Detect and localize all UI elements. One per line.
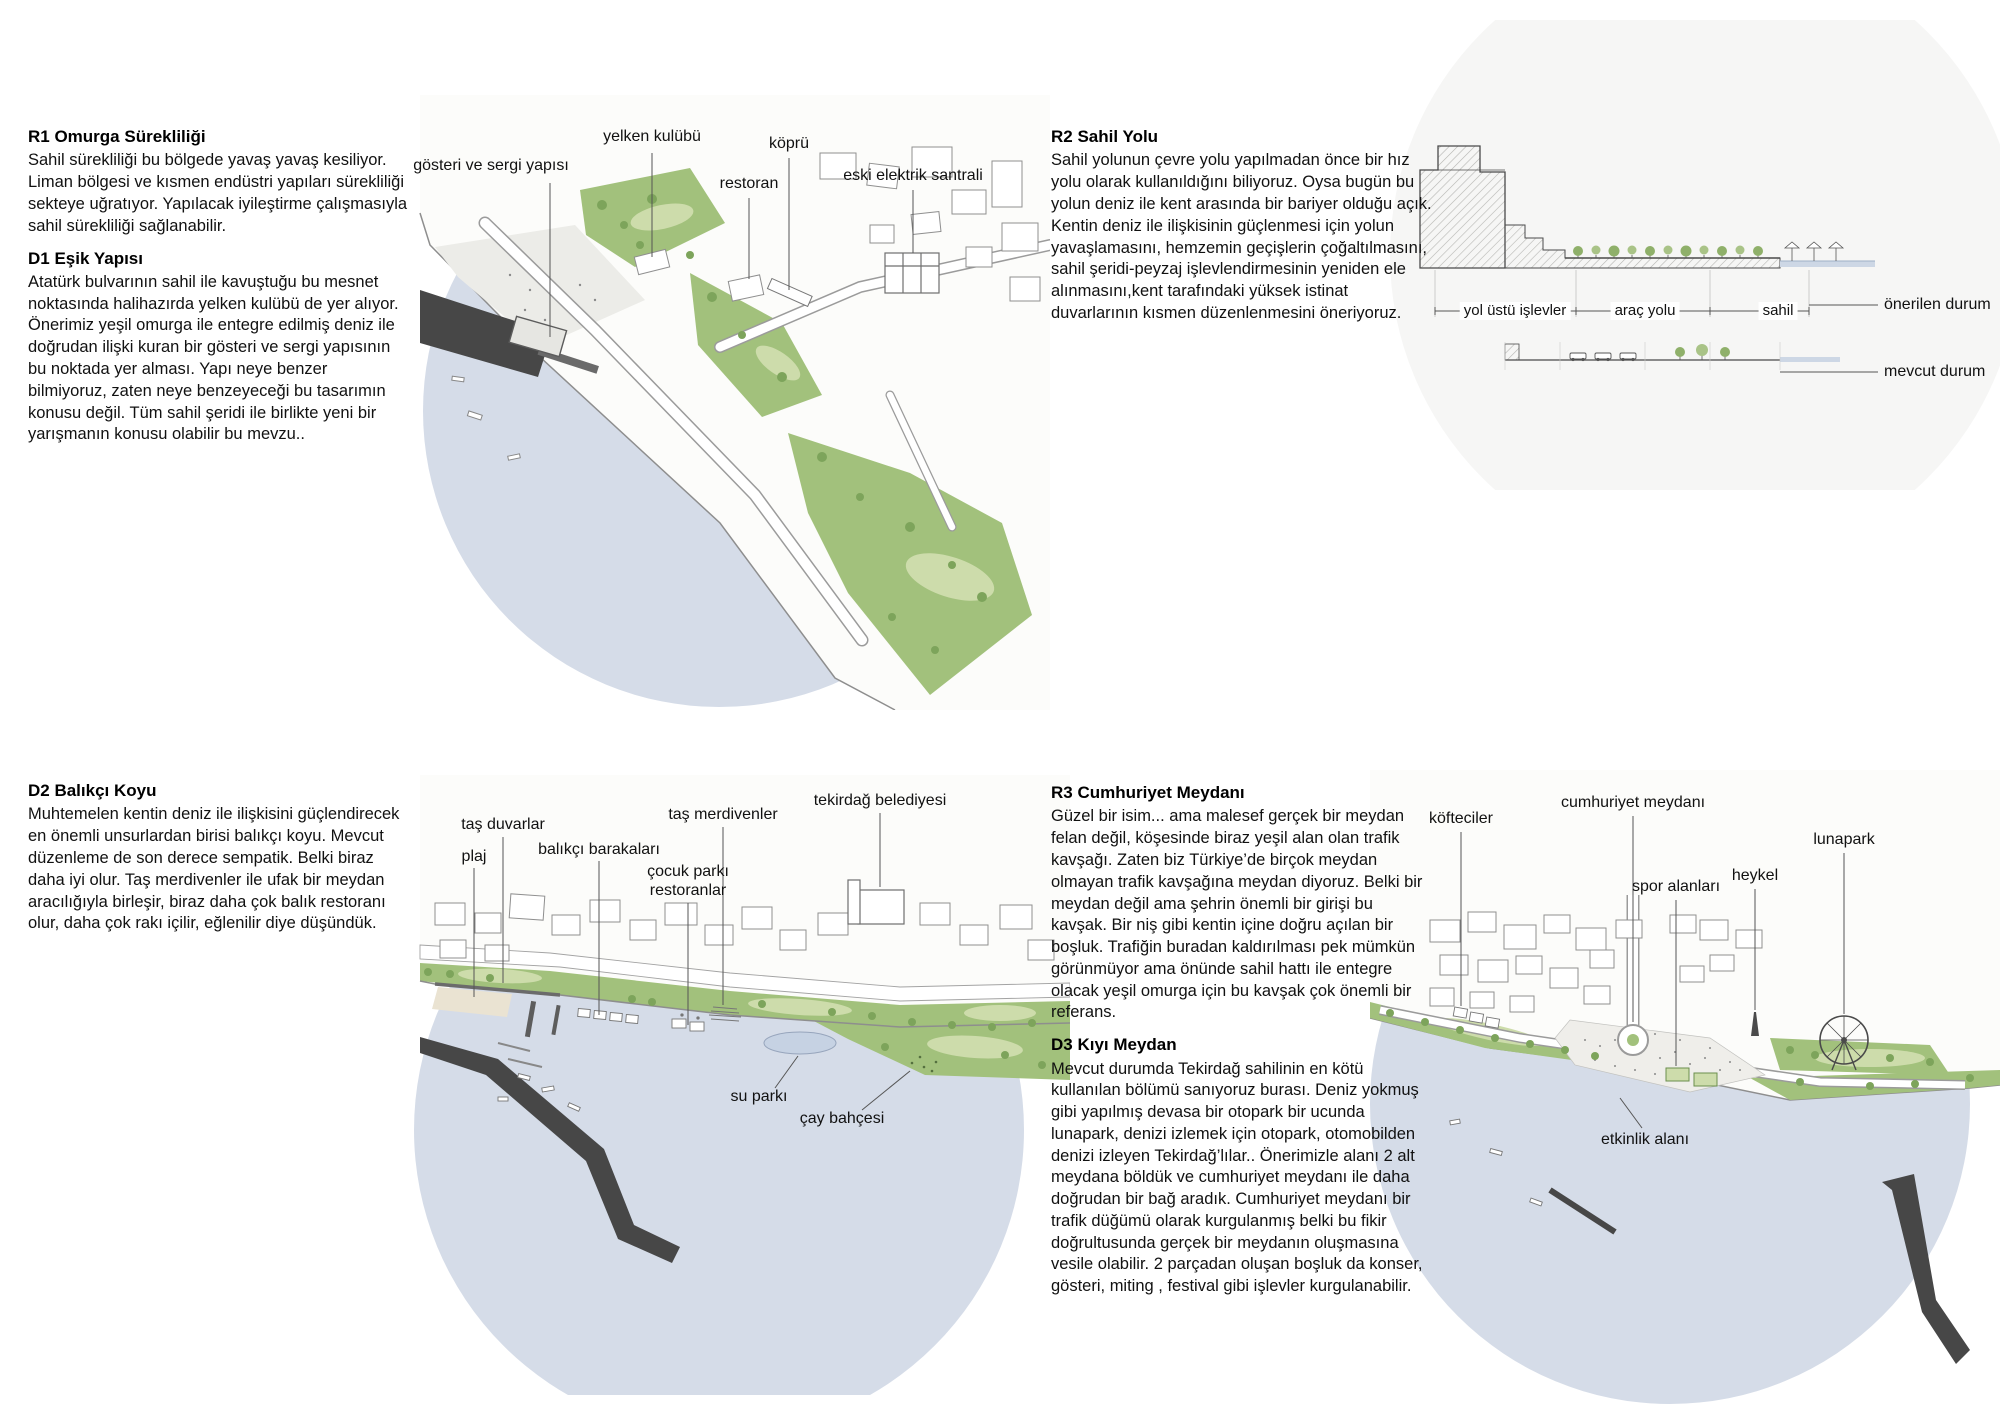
beach-umbrellas (1783, 241, 1845, 261)
illustration-d2-balikci-koyu (414, 775, 1070, 1395)
promenade-trees (1573, 245, 1763, 258)
lawn-patch (964, 1005, 1036, 1021)
annotation-yelken-kulubu: yelken kulübü (603, 128, 701, 145)
power-plant-building (884, 252, 940, 294)
boats (497, 1073, 581, 1112)
breakwater (1548, 1187, 1617, 1235)
annotation-kofteciler: köfteciler (1428, 810, 1494, 827)
body-r3: Güzel bir isim... ama malesef gerçek bir… (1051, 807, 1423, 1022)
annotation-balikci-barakalari: balıkçı barakaları (538, 841, 660, 858)
annotation-cay-bahcesi: çay bahçesi (799, 1110, 885, 1127)
body-d1: Atatürk bulvarının sahil ile kavuştuğu b… (28, 272, 399, 444)
existing-trees (1675, 344, 1730, 360)
beach (432, 987, 512, 1017)
leader-lines (473, 813, 911, 1111)
heading-r2: R2 Sahil Yolu (1051, 127, 1159, 146)
textblock-d2: D2 Balıkçı Koyu Muhtemelen kentin deniz … (28, 780, 410, 945)
proposed-section (1419, 145, 1878, 317)
annotation-mevcut-durum: mevcut durum (1884, 363, 1986, 380)
annotation-lunapark: lunapark (1813, 831, 1875, 848)
floating-docks (497, 1042, 543, 1068)
boats (1449, 1118, 1543, 1207)
textblock-r1-d1: R1 Omurga Sürekliliği Sahil sürekliliği … (28, 126, 410, 456)
annotation-su-parki: su parkı (730, 1088, 788, 1105)
heading-d3: D3 Kıyı Meydan (1051, 1035, 1177, 1055)
existing-section (1504, 342, 1878, 373)
annotation-sahil: sahil (1758, 302, 1798, 320)
heading-r1: R1 Omurga Sürekliliği (28, 127, 206, 146)
leader-lines (549, 153, 914, 337)
annotation-heykel: heykel (1731, 867, 1779, 884)
annotation-onerilen-durum: önerilen durum (1884, 296, 1991, 313)
textblock-r2: R2 Sahil Yolu Sahil yolunun çevre yolu y… (1051, 126, 1433, 335)
stone-stairs (708, 1006, 742, 1022)
annotation-arac-yolu: araç yolu (1610, 302, 1680, 320)
leader-lines (1460, 816, 1845, 1129)
lawn-patch (458, 968, 542, 984)
existing-ticks (1504, 342, 1781, 370)
fisherman-shacks (577, 1008, 639, 1024)
statue-monument (1751, 1012, 1759, 1036)
lawn-patch (927, 1035, 1023, 1059)
cars (1569, 352, 1637, 360)
meatball-shops (1452, 1006, 1501, 1029)
bridge (766, 277, 813, 308)
roundabout-green (1627, 1034, 1639, 1046)
lawn-patch (748, 998, 852, 1016)
annotation-cocuk-parki-restoranlar: çocuk parkı restoranlar (647, 863, 729, 901)
illustration-d3-kiyi-meydan (1370, 770, 2000, 1404)
car-wheels (1571, 357, 1635, 362)
annotation-cumhuriyet-meydani: cumhuriyet meydanı (1560, 794, 1706, 811)
green-band (420, 963, 1070, 1027)
city-buildings (633, 146, 1041, 302)
annotation-eski-elektrik-santrali: eski elektrik santrali (843, 167, 983, 184)
body-d3: Mevcut durumda Tekirdağ sahilinin en köt… (1051, 1059, 1423, 1296)
heading-d2: D2 Balıkçı Koyu (28, 781, 157, 800)
trees (597, 194, 987, 654)
annotation-restoranlar: restoranlar (649, 881, 727, 899)
lawn-patch (1815, 1049, 1925, 1067)
dark-pier (420, 290, 552, 377)
shoreline (419, 212, 896, 710)
pier (551, 1004, 561, 1036)
breakwater (420, 1037, 680, 1263)
body-r1: Sahil sürekliliği bu bölgede yavaş yavaş… (28, 151, 408, 235)
textblock-r3-d3: R3 Cumhuriyet Meydanı Güzel bir isim... … (1051, 782, 1433, 1308)
annotation-tas-duvarlar: taş duvarlar (461, 816, 545, 833)
heading-r3: R3 Cumhuriyet Meydanı (1051, 783, 1245, 802)
ferris-wheel (1819, 1015, 1869, 1071)
city-buildings (434, 893, 1055, 962)
stone-wall (434, 982, 561, 997)
illustration-d1-esik-yapisi (419, 95, 1050, 710)
boats (451, 375, 521, 461)
annotation-etkinlik-alani: etkinlik alanı (1600, 1131, 1690, 1148)
body-r2: Sahil yolunun çevre yolu yapılmadan önce… (1051, 151, 1432, 322)
annotation-restoran: restoran (719, 175, 779, 192)
diagram-r2-sahil-yolu (1390, 20, 2000, 490)
annotation-kopru: köprü (768, 135, 810, 152)
trees (1386, 1009, 1974, 1090)
restaurants-playground (671, 1013, 705, 1032)
water-park-pond (763, 1031, 837, 1055)
exhibition-building (508, 315, 568, 358)
annotation-yol-ustu-islevler: yol üstü işlevler (1459, 302, 1571, 320)
municipality-building (847, 879, 905, 925)
annotation-tekirdag-belediyesi: tekirdağ belediyesi (813, 792, 947, 809)
tea-garden-dots (910, 1055, 938, 1073)
annotation-gosteri-ve-sergi-yapisi: gösteri ve sergi yapısı (413, 157, 569, 174)
heading-d1: D1 Eşik Yapısı (28, 248, 143, 268)
annotation-plaj: plaj (461, 848, 487, 865)
city-buildings (1429, 911, 1763, 1013)
quay-plaza (435, 225, 645, 347)
annotation-tas-merdivenler: taş merdivenler (668, 806, 778, 823)
pier (524, 1000, 537, 1038)
dark-jetty (1882, 1174, 1970, 1364)
trees (424, 968, 1046, 1069)
annotation-cocuk-parki: çocuk parkı (647, 863, 729, 880)
land-mass (1370, 770, 2000, 1100)
annotation-spor-alanlari: spor alanları (1631, 878, 1721, 895)
sports-courts (1665, 1067, 1718, 1087)
coastal-road (419, 944, 1070, 1002)
body-d2: Muhtemelen kentin deniz ile ilişkisini g… (28, 805, 400, 933)
